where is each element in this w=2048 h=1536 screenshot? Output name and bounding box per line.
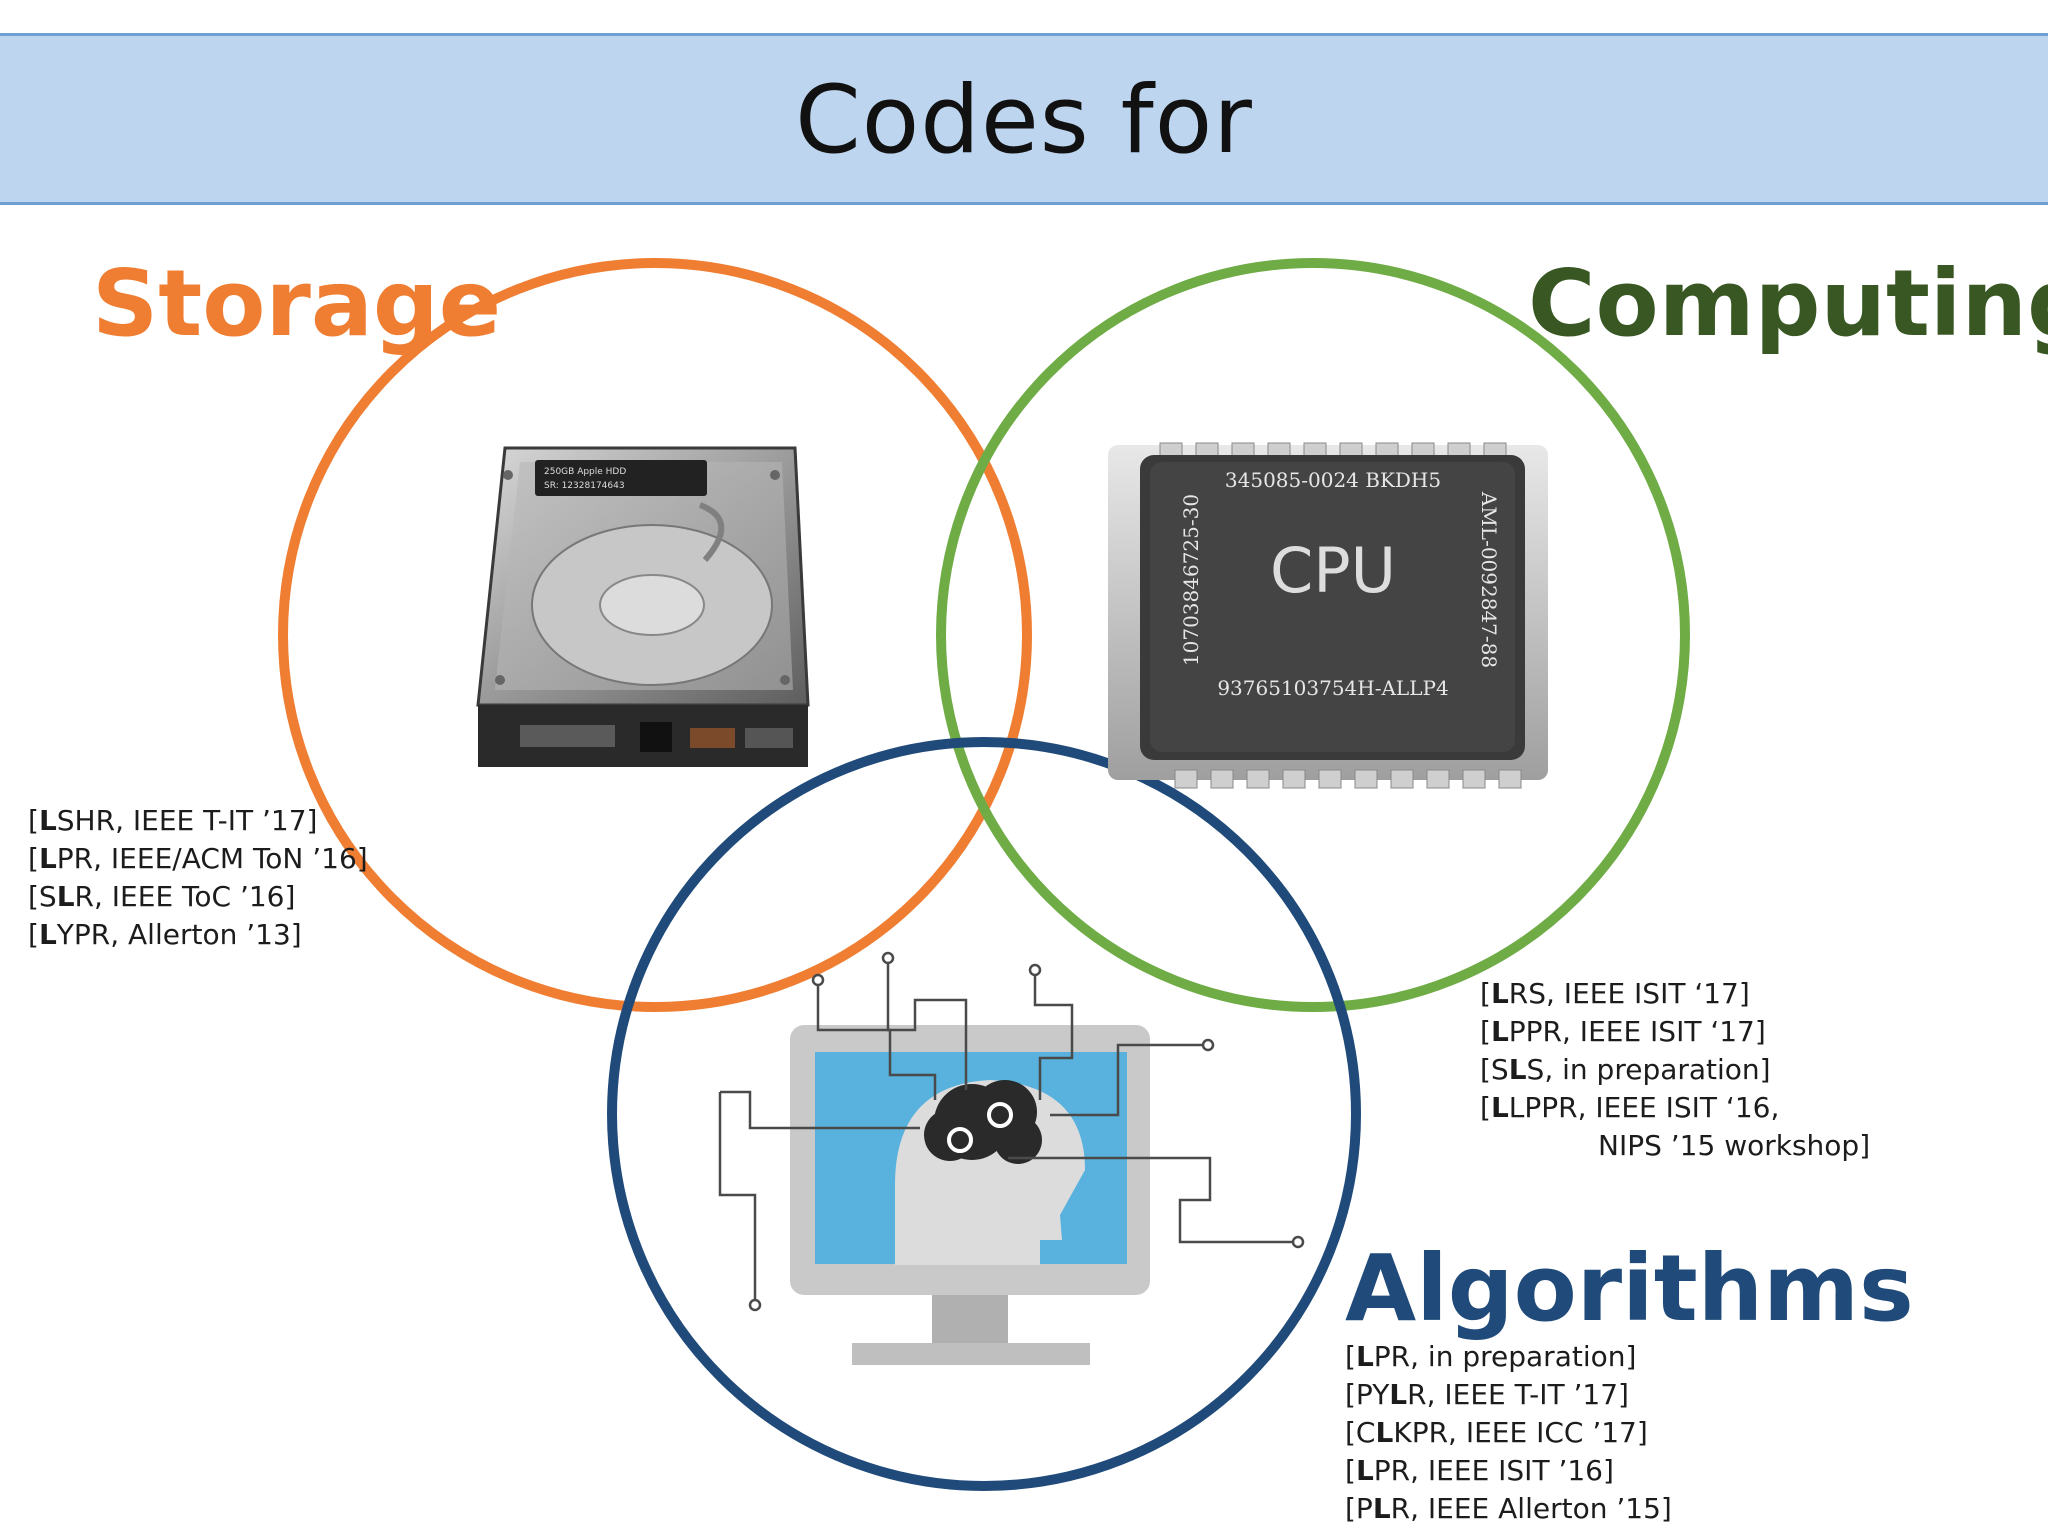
reference-rest: YPR, Allerton ’13] bbox=[56, 918, 302, 951]
reference-rest: R, IEEE ToC ’16] bbox=[74, 880, 296, 913]
reference-item: [LPR, IEEE ISIT ’16] bbox=[1345, 1452, 1672, 1490]
reference-author-initial: L bbox=[38, 842, 57, 875]
algorithms-circle bbox=[607, 737, 1361, 1491]
reference-item: [PLR, IEEE Allerton ’15] bbox=[1345, 1490, 1672, 1528]
reference-rest: PPR, IEEE ISIT ‘17] bbox=[1508, 1015, 1766, 1048]
reference-item: [SLR, IEEE ToC ’16] bbox=[28, 878, 368, 916]
hdd-label-line1: 250GB Apple HDD bbox=[544, 467, 626, 477]
computing-refs: [LRS, IEEE ISIT ‘17][LPPR, IEEE ISIT ‘17… bbox=[1480, 975, 1870, 1165]
reference-prefix: [ bbox=[28, 842, 39, 875]
reference-item: [LLPPR, IEEE ISIT ‘16, bbox=[1480, 1089, 1870, 1127]
reference-rest: R, IEEE T-IT ’17] bbox=[1407, 1378, 1629, 1411]
reference-author-initial: L bbox=[38, 804, 57, 837]
reference-rest: LPPR, IEEE ISIT ‘16, bbox=[1508, 1091, 1780, 1124]
page-title: Codes for bbox=[795, 66, 1253, 175]
reference-rest: RS, IEEE ISIT ‘17] bbox=[1508, 977, 1750, 1010]
reference-author-initial: L bbox=[1490, 1091, 1509, 1124]
cpu-chip-icon: 345085-0024 BKDH5 93765103754H-ALLP4 107… bbox=[1108, 442, 1548, 789]
reference-rest: PR, IEEE/ACM ToN ’16] bbox=[56, 842, 368, 875]
reference-author-initial: L bbox=[1389, 1378, 1408, 1411]
reference-item: [CLKPR, IEEE ICC ’17] bbox=[1345, 1414, 1672, 1452]
reference-prefix: [ bbox=[1480, 1015, 1491, 1048]
reference-prefix: [PY bbox=[1345, 1378, 1390, 1411]
reference-author-initial: L bbox=[1508, 1053, 1527, 1086]
reference-item: [LPR, IEEE/ACM ToN ’16] bbox=[28, 840, 368, 878]
reference-author-initial: L bbox=[1355, 1340, 1374, 1373]
cpu-right-text: AML-0092847-88 bbox=[1477, 491, 1501, 668]
reference-author-initial: L bbox=[1490, 1015, 1509, 1048]
reference-prefix: [P bbox=[1345, 1492, 1373, 1525]
reference-author-initial: L bbox=[56, 880, 75, 913]
reference-rest: KPR, IEEE ICC ’17] bbox=[1393, 1416, 1648, 1449]
reference-rest: NIPS ’15 workshop] bbox=[1598, 1129, 1871, 1162]
reference-item: [LPPR, IEEE ISIT ‘17] bbox=[1480, 1013, 1870, 1051]
cpu-bottom-text: 93765103754H-ALLP4 bbox=[1217, 676, 1448, 700]
computing-circle bbox=[936, 258, 1690, 1012]
algorithms-refs: [LPR, in preparation][PYLR, IEEE T-IT ’1… bbox=[1345, 1338, 1672, 1528]
hdd-label-line2: SR: 12328174643 bbox=[544, 481, 625, 491]
reference-item: NIPS ’15 workshop] bbox=[1480, 1127, 1870, 1165]
reference-rest: SHR, IEEE T-IT ’17] bbox=[56, 804, 318, 837]
reference-item: [LSHR, IEEE T-IT ’17] bbox=[28, 802, 368, 840]
cpu-left-text: 10703846725-30 bbox=[1179, 494, 1203, 666]
reference-item: [SLS, in preparation] bbox=[1480, 1051, 1870, 1089]
header-banner: Codes for bbox=[0, 33, 2048, 205]
cpu-top-text: 345085-0024 BKDH5 bbox=[1225, 468, 1441, 492]
reference-author-initial: L bbox=[38, 918, 57, 951]
reference-author-initial: L bbox=[1375, 1416, 1394, 1449]
reference-prefix: [ bbox=[1480, 977, 1491, 1010]
reference-author-initial: L bbox=[1372, 1492, 1391, 1525]
reference-item: [PYLR, IEEE T-IT ’17] bbox=[1345, 1376, 1672, 1414]
reference-prefix: [ bbox=[1345, 1340, 1356, 1373]
reference-rest: PR, IEEE ISIT ’16] bbox=[1373, 1454, 1614, 1487]
algorithms-label: Algorithms bbox=[1345, 1235, 1914, 1342]
storage-refs: [LSHR, IEEE T-IT ’17][LPR, IEEE/ACM ToN … bbox=[28, 802, 368, 954]
reference-prefix: [ bbox=[1480, 1091, 1491, 1124]
reference-prefix: [C bbox=[1345, 1416, 1376, 1449]
reference-rest: S, in preparation] bbox=[1526, 1053, 1771, 1086]
computing-label: Computing bbox=[1528, 250, 2048, 357]
reference-item: [LRS, IEEE ISIT ‘17] bbox=[1480, 975, 1870, 1013]
reference-prefix: [ bbox=[1345, 1454, 1356, 1487]
ai-computer-icon bbox=[718, 951, 1305, 1365]
reference-prefix: [S bbox=[1480, 1053, 1509, 1086]
reference-author-initial: L bbox=[1355, 1454, 1374, 1487]
reference-rest: R, IEEE Allerton ’15] bbox=[1390, 1492, 1672, 1525]
cpu-label: CPU bbox=[1270, 534, 1396, 607]
reference-item: [LPR, in preparation] bbox=[1345, 1338, 1672, 1376]
reference-rest: PR, in preparation] bbox=[1373, 1340, 1637, 1373]
storage-label: Storage bbox=[92, 250, 502, 357]
storage-circle bbox=[278, 258, 1032, 1012]
reference-prefix: [ bbox=[28, 918, 39, 951]
hard-drive-icon: 250GB Apple HDD SR: 12328174643 bbox=[476, 446, 810, 767]
reference-item: [LYPR, Allerton ’13] bbox=[28, 916, 368, 954]
reference-author-initial: L bbox=[1490, 977, 1509, 1010]
reference-prefix: [S bbox=[28, 880, 57, 913]
reference-prefix: [ bbox=[28, 804, 39, 837]
